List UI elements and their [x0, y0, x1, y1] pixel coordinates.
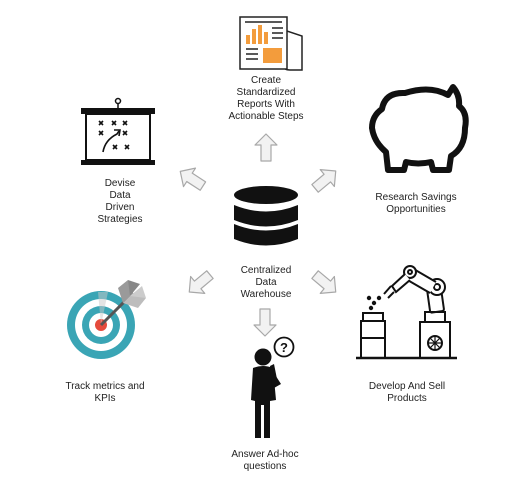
label-line: Standardized: [236, 87, 296, 98]
report-icon: [239, 16, 303, 71]
label-line: Data: [255, 277, 277, 288]
arrow-to-metrics: [181, 265, 218, 302]
label-strategies: Devise Data Driven Strategies: [85, 178, 155, 226]
label-line: Answer Ad-hoc: [231, 449, 299, 460]
label-line: KPIs: [94, 393, 116, 404]
robot-arm-icon: [356, 265, 457, 360]
label-reports: Create Standardized Reports With Actiona…: [218, 75, 314, 123]
arrow-to-savings: [307, 161, 344, 198]
label-line: Actionable Steps: [228, 111, 304, 122]
label-metrics: Track metrics and KPIs: [51, 381, 159, 405]
arrow-to-products: [307, 265, 344, 302]
label-line: questions: [243, 461, 287, 472]
svg-text:?: ?: [280, 340, 288, 355]
target-icon: [67, 280, 146, 359]
label-center: Centralized Data Warehouse: [226, 265, 306, 301]
label-products: Develop And Sell Products: [355, 381, 459, 405]
arrow-to-questions: [253, 308, 277, 337]
label-line: Opportunities: [386, 204, 446, 215]
thinking-person-icon: ?: [251, 336, 295, 438]
label-line: Products: [387, 393, 427, 404]
piggy-bank-icon: [369, 84, 469, 173]
label-line: Centralized: [240, 265, 292, 276]
label-line: Devise: [104, 178, 136, 189]
label-line: Driven: [105, 202, 135, 213]
arrow-to-reports: [254, 133, 278, 162]
label-questions: Answer Ad-hoc questions: [216, 449, 314, 473]
strategy-board-icon: [81, 97, 155, 165]
arrow-to-strategies: [173, 161, 210, 196]
database-icon: [234, 186, 298, 246]
label-savings: Research Savings Opportunities: [366, 192, 466, 216]
label-line: Data: [109, 190, 131, 201]
label-line: Develop And Sell: [368, 381, 446, 392]
label-line: Research Savings: [375, 192, 457, 203]
label-line: Warehouse: [240, 289, 292, 300]
label-line: Strategies: [97, 214, 143, 225]
label-line: Track metrics and: [65, 381, 145, 392]
label-line: Create: [250, 75, 281, 86]
label-line: Reports With: [237, 99, 295, 110]
